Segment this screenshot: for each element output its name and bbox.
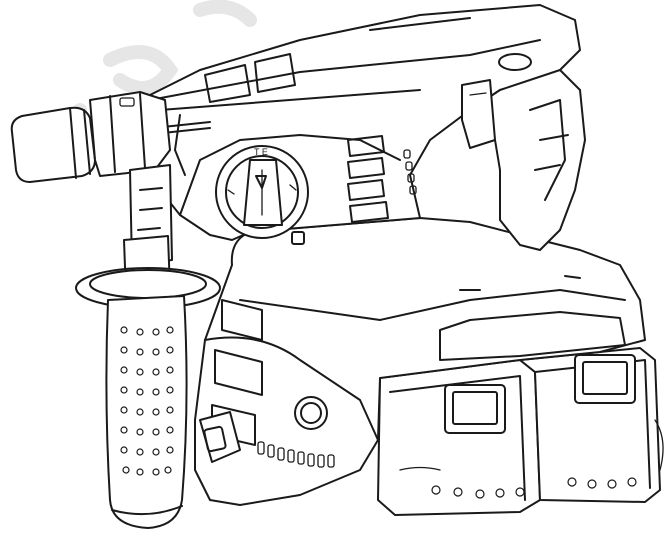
motor-housing (194, 217, 646, 506)
gearbox-housing: T E (144, 4, 581, 245)
drill-chuck-icon (10, 91, 211, 183)
vent-slots (257, 441, 335, 468)
mode-selector-icon: T E (215, 145, 309, 245)
battery-pack-icon (377, 347, 664, 516)
grip-dimples (120, 326, 174, 476)
side-louvers (347, 135, 417, 223)
trigger-icon (461, 79, 496, 149)
rear-handle (461, 53, 586, 251)
svg-text:T E: T E (254, 147, 268, 157)
side-handle-icon (75, 164, 221, 529)
